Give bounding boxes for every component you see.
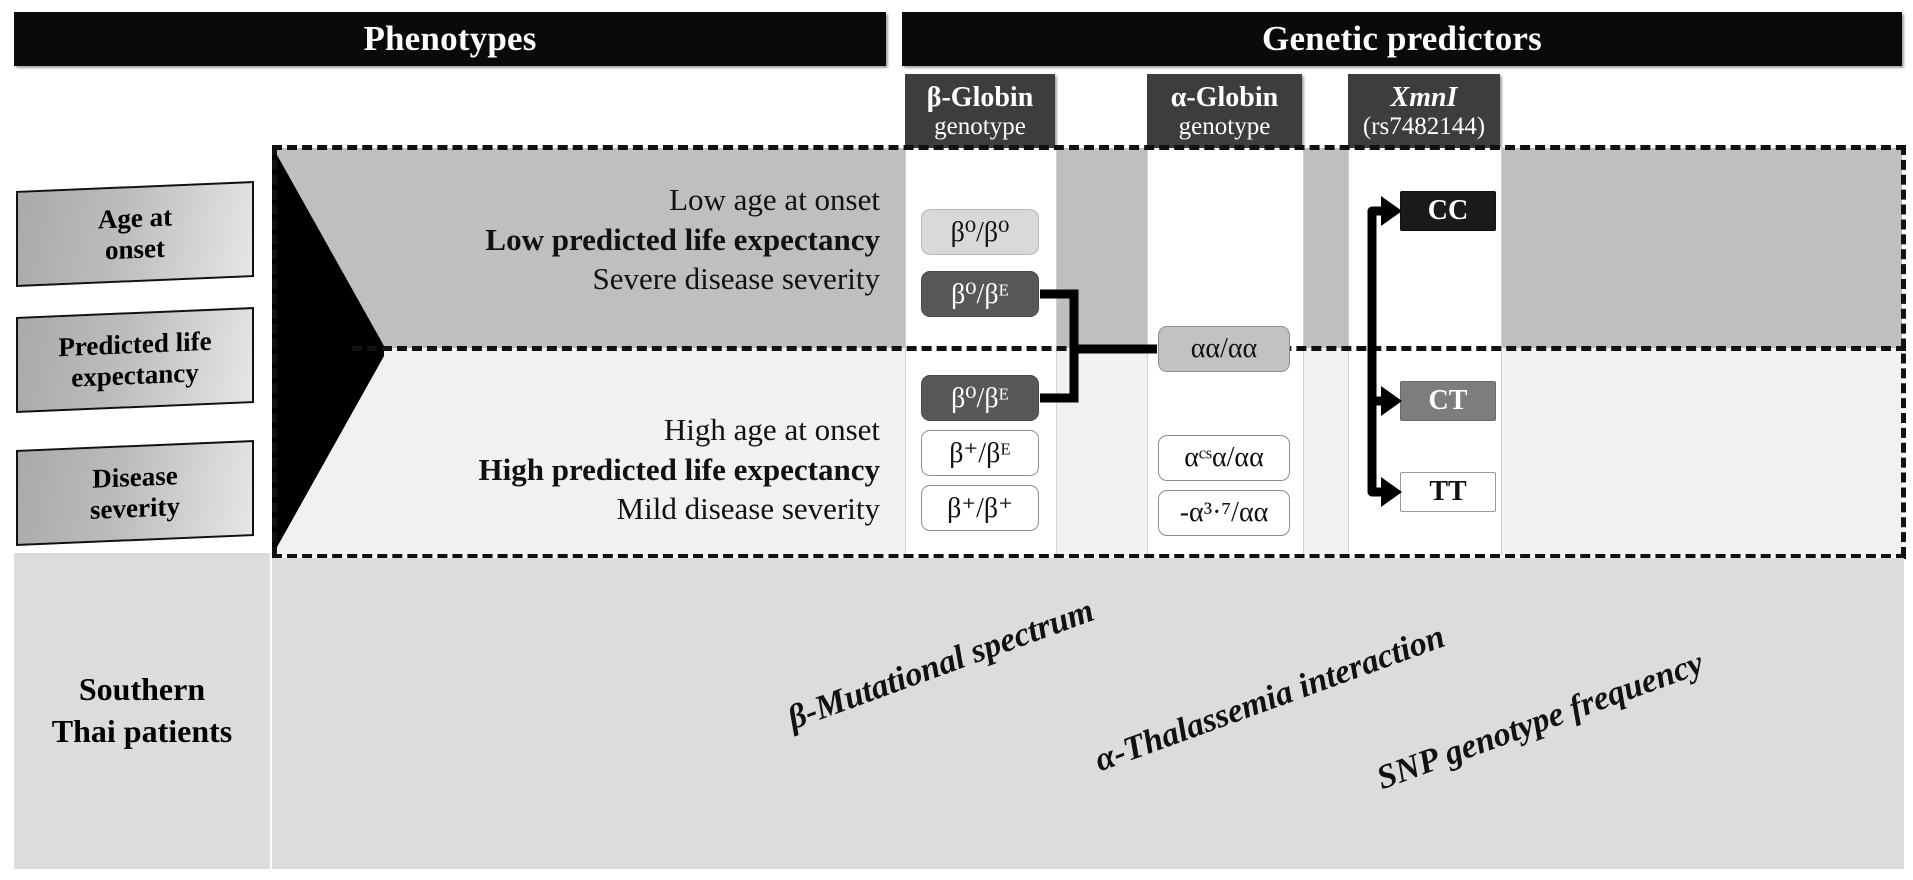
severe-line-3: Severe disease severity — [592, 261, 881, 297]
banner-genetic-predictors-label: Genetic predictors — [1262, 19, 1542, 58]
sidebar-label-age-at-onset[interactable]: Age at onset — [16, 181, 254, 287]
genotype-chip-b0-bE-mild-label: β⁰/βᴱ — [951, 383, 1009, 414]
snp-chip-ct-label: CT — [1428, 385, 1468, 416]
bottom-caption-strip — [272, 558, 1904, 869]
genotype-chip-b0-b0[interactable]: β⁰/β⁰ — [921, 209, 1039, 255]
column-header-beta-globin-line2: genotype — [934, 113, 1026, 141]
severe-line-1: Low age at onset — [669, 182, 880, 217]
cohort-label: Southern Thai patients — [14, 553, 270, 869]
genotype-chip-bplus-bE-label: β⁺/βᴱ — [949, 438, 1011, 469]
mild-phenotype-description: High age at onset High predicted life ex… — [430, 410, 880, 529]
banner-phenotypes-label: Phenotypes — [363, 19, 537, 58]
severe-phenotype-band — [274, 148, 1902, 348]
mild-line-3: Mild disease severity — [616, 491, 880, 527]
panel-border-left — [272, 145, 277, 557]
genotype-chip-bplus-bE[interactable]: β⁺/βᴱ — [921, 430, 1039, 476]
sidebar-label-age-at-onset-text: Age at onset — [97, 201, 173, 266]
sidebar-label-predicted-life-expectancy[interactable]: Predicted life expectancy — [16, 307, 254, 413]
genotype-chip-bplus-bplus-label: β⁺/β⁺ — [947, 493, 1013, 524]
column-header-alpha-globin: α-Globin genotype — [1147, 74, 1302, 152]
sidebar-label-predicted-life-expectancy-text: Predicted life expectancy — [58, 325, 212, 393]
panel-border-bottom — [272, 554, 1906, 559]
snp-chip-ct[interactable]: CT — [1400, 381, 1496, 421]
mild-line-2: High predicted life expectancy — [478, 451, 880, 487]
snp-chip-cc[interactable]: CC — [1400, 191, 1496, 231]
column-header-xmni: XmnI (rs7482144) — [1348, 74, 1500, 152]
column-header-xmni-line2: (rs7482144) — [1362, 113, 1486, 141]
panel-border-top — [272, 145, 1906, 150]
snp-chip-tt-label: TT — [1429, 476, 1467, 507]
column-header-alpha-globin-line1: α-Globin — [1170, 82, 1279, 113]
genotype-chip-b0-bE-mild[interactable]: β⁰/βᴱ — [921, 375, 1039, 421]
column-header-alpha-globin-line2: genotype — [1178, 113, 1271, 141]
sidebar-label-disease-severity-text: Disease severity — [90, 460, 180, 525]
mild-phenotype-band — [274, 348, 1902, 556]
genotype-chip-a37-aa-label: -α³·⁷/αα — [1179, 497, 1269, 528]
genotype-chip-a37-aa[interactable]: -α³·⁷/αα — [1158, 490, 1290, 536]
genotype-chip-aa-aa[interactable]: αα/αα — [1158, 326, 1290, 372]
sidebar-label-disease-severity[interactable]: Disease severity — [16, 440, 254, 546]
genotype-chip-b0-bE-severe-label: β⁰/βᴱ — [951, 279, 1009, 310]
genotype-chip-acs-a-aa[interactable]: αᶜˢα/αα — [1158, 435, 1290, 481]
panel-border-right — [1901, 145, 1906, 557]
banner-phenotypes: Phenotypes — [14, 12, 886, 66]
genotype-chip-bplus-bplus[interactable]: β⁺/β⁺ — [921, 485, 1039, 531]
snp-chip-cc-label: CC — [1427, 195, 1469, 226]
column-header-xmni-line1: XmnI — [1390, 82, 1458, 113]
genotype-chip-acs-a-aa-label: αᶜˢα/αα — [1184, 442, 1264, 473]
severe-phenotype-description: Low age at onset Low predicted life expe… — [430, 180, 880, 299]
divergence-wedge-icon — [272, 146, 384, 556]
cohort-line-2: Thai patients — [51, 713, 233, 749]
genotype-chip-b0-bE-severe[interactable]: β⁰/βᴱ — [921, 271, 1039, 317]
snp-chip-tt[interactable]: TT — [1400, 472, 1496, 512]
severe-line-2: Low predicted life expectancy — [485, 221, 880, 257]
cohort-line-1: Southern — [78, 671, 206, 708]
genotype-chip-aa-aa-label: αα/αα — [1190, 333, 1258, 364]
panel-divider-middle — [352, 346, 1906, 351]
column-header-beta-globin: β-Globin genotype — [905, 74, 1055, 152]
banner-genetic-predictors: Genetic predictors — [902, 12, 1902, 66]
mild-line-1: High age at onset — [663, 412, 880, 447]
column-header-beta-globin-line1: β-Globin — [926, 82, 1034, 113]
genotype-chip-b0-b0-label: β⁰/β⁰ — [950, 217, 1010, 248]
